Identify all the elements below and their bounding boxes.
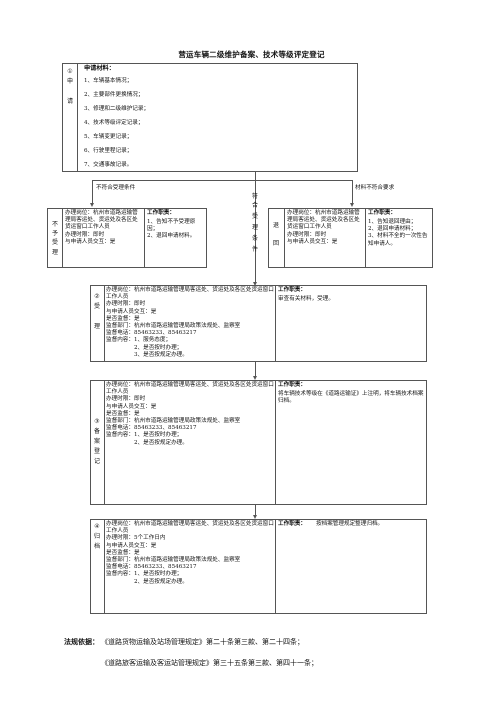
- step2-label-char: ②: [94, 293, 100, 300]
- branch-center-line: [255, 180, 256, 283]
- reject-label-char: 受: [51, 239, 58, 246]
- branch-right-line: [352, 180, 353, 204]
- reject-label-char: 不: [51, 221, 58, 228]
- step2-duty-heading: 工作职责：: [278, 287, 306, 293]
- reject-divider-1: [62, 208, 63, 268]
- step1-label-char: ①: [67, 68, 73, 75]
- step2-label-char: 受: [93, 303, 100, 310]
- step3-divider: [275, 380, 276, 505]
- page-title: 营运车辆二级维护备案、技术等级评定登记: [178, 50, 325, 59]
- step3-label-divider: [104, 380, 105, 505]
- meet-label-char: 受: [251, 213, 258, 220]
- step3-duty: 将车辆技术等级在《道路运输证》上注明，将车辆技术档案归档。: [278, 391, 424, 405]
- step3-info: 办理岗位：杭州市道路运输管理局客运处、货运处及各区处货运窗口工作人员 办理时限：…: [106, 382, 274, 446]
- reject-label-char: 理: [51, 249, 58, 256]
- step4-box: [90, 519, 427, 614]
- step4-info: 办理岗位：杭州市道路运输管理局客运处、货运处及各区处货运窗口工作人员 办理时限：…: [106, 521, 274, 585]
- connector-2-3: [255, 362, 256, 378]
- return-label-char: 回: [272, 240, 279, 247]
- return-info: 办理岗位：杭州市道路运输管理局客运处、货运处及各区处货运窗口工作人员 办理时限：…: [287, 210, 360, 245]
- arrow-down-icon: [349, 203, 354, 207]
- reject-duty: 1、告知不予受理原因； 2、退回申请材料。: [147, 219, 196, 240]
- step1-item: 4、技术等级评定记录；: [84, 120, 144, 126]
- step2-box: [90, 285, 427, 362]
- step3-duty-heading: 工作职责：: [278, 382, 306, 388]
- not-meet-label: 不符合受理条件: [96, 185, 136, 191]
- meet-label-char: 合: [251, 202, 258, 209]
- return-divider-1: [284, 208, 285, 268]
- step3-label-char: 案: [93, 438, 100, 445]
- step2-info: 办理岗位：杭州市道路运输管理局客运处、货运处及各区处货运窗口工作人员 办理时限：…: [106, 287, 274, 358]
- legal-basis-line2: 《道路旅客运输及客运站管理规定》第三十五条第三款、第四十一条；: [101, 659, 318, 667]
- step3-box: [90, 380, 427, 505]
- step4-divider: [275, 519, 276, 614]
- arrow-down-icon: [252, 282, 257, 286]
- step3-label-char: 备: [93, 428, 100, 435]
- branch-stem: [255, 172, 256, 180]
- step1-divider: [77, 63, 78, 172]
- meet-label-char: 条: [251, 235, 258, 242]
- material-not-meet-label: 材料不符合要求: [355, 185, 395, 191]
- step2-divider-2: [275, 285, 276, 362]
- arrow-down-icon: [252, 376, 257, 380]
- step1-box: [62, 63, 358, 172]
- meet-label-char: 符: [251, 193, 258, 200]
- return-duty-heading: 工作职责：: [368, 210, 396, 216]
- return-divider-2: [365, 208, 366, 268]
- legal-basis-label: 法规依据：: [64, 637, 99, 646]
- step1-item: 2、主要部件更换情况；: [84, 92, 144, 98]
- step4-label-char: ④: [94, 523, 100, 530]
- step1-item: 7、交通事故记录。: [84, 162, 133, 168]
- reject-box: [47, 208, 207, 268]
- step1-item: 3、修理和二级维护记录；: [84, 106, 150, 112]
- step3-label-char: ③: [94, 418, 100, 425]
- reject-divider-2: [144, 208, 145, 268]
- branch-bar: [92, 180, 352, 181]
- step4-label-char: 归: [93, 533, 100, 540]
- step2-label-char: 理: [93, 323, 100, 330]
- branch-left-line: [92, 180, 93, 204]
- reject-label-char: 予: [51, 230, 58, 237]
- meet-label-char: 理: [251, 224, 258, 231]
- arrow-down-icon: [252, 515, 257, 519]
- return-label-char: 退: [272, 222, 279, 229]
- step1-label-char: 请: [66, 98, 73, 105]
- step2-duty: 审查有关材料，受理。: [278, 296, 334, 302]
- step1-item: 6、行驶里程记录；: [84, 148, 133, 154]
- reject-info: 办理岗位：杭州市道路运输管理局客运处、货运处及各区处货运窗口工作人员 办理时限：…: [65, 210, 138, 245]
- arrow-down-icon: [89, 203, 94, 207]
- step1-item: 5、车辆变更记录；: [84, 134, 133, 140]
- step4-duty-heading: 工作职责：: [278, 521, 306, 527]
- step4-label-char: 档: [93, 543, 100, 550]
- return-box: [268, 208, 433, 268]
- reject-duty-heading: 工作职责：: [147, 210, 175, 216]
- connector-3-4: [255, 505, 256, 517]
- step3-label-char: 记: [93, 458, 100, 465]
- legal-basis-line1: 《道路货物运输及站场管理规定》第二十条第三款、第二十四条；: [101, 638, 304, 646]
- step1-heading: 申请材料：: [84, 65, 115, 72]
- step3-label-char: 登: [93, 448, 100, 455]
- step1-label-char: 申: [66, 78, 73, 85]
- meet-label-char: 件: [251, 246, 258, 253]
- return-duty: 1、告知退回理由； 2、退回申请材料； 3、材料不全的一次性告知申请人。: [368, 219, 428, 247]
- step1-item: 1、车辆基本情况；: [84, 78, 133, 84]
- step4-label-divider: [104, 519, 105, 614]
- step4-duty: 按档案管理规定整理归档。: [316, 521, 384, 527]
- step2-label-divider: [104, 285, 105, 362]
